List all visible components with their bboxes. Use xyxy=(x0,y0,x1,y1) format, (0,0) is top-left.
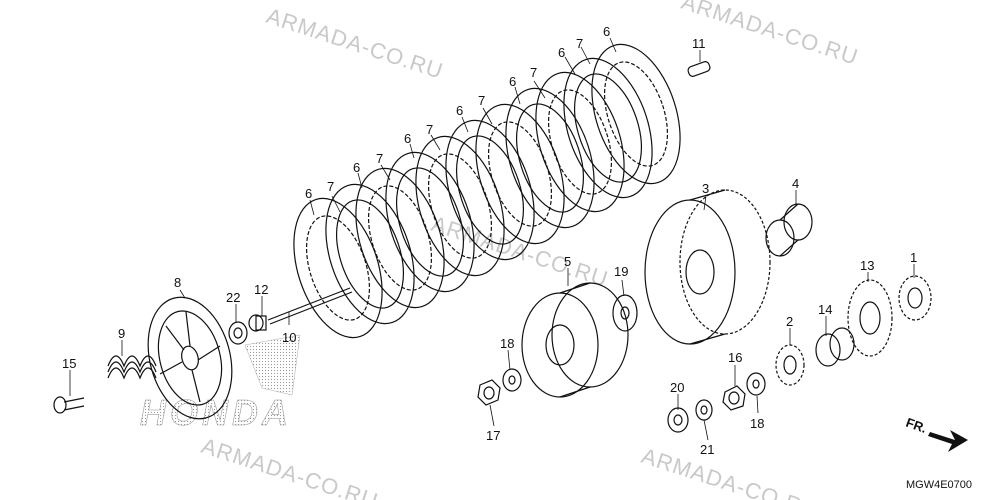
pin-11 xyxy=(687,61,711,77)
callout-12: 12 xyxy=(254,282,268,297)
disc-7-b xyxy=(385,151,475,293)
gear-13 xyxy=(847,279,893,357)
front-direction-indicator: FR. xyxy=(904,415,968,452)
disc-7-a xyxy=(325,183,415,325)
sleeve-4 xyxy=(765,203,813,257)
callout-labels: 6 7 6 7 6 7 6 7 6 7 6 7 6 11 3 4 5 19 8 … xyxy=(62,24,917,457)
callout-3: 3 xyxy=(702,181,709,196)
callout-15: 15 xyxy=(62,356,76,371)
callout-6-first: 6 xyxy=(305,186,312,201)
callout-7-first: 7 xyxy=(327,179,334,194)
callout-22: 22 xyxy=(226,290,240,305)
watermark-top-right: ARMADA-CO.RU xyxy=(678,0,861,70)
watermark-bottom-right: ARMADA-CO.RU xyxy=(638,443,821,500)
washer-18-right xyxy=(746,372,766,396)
honda-wing-icon xyxy=(244,334,301,396)
callout-11: 11 xyxy=(692,36,706,51)
clutch-center-hub xyxy=(521,282,629,398)
gear-2 xyxy=(775,344,805,386)
disc-6-f xyxy=(591,43,681,185)
front-direction-label: FR. xyxy=(904,415,929,436)
bolt-15 xyxy=(53,396,85,414)
watermark-top-center: ARMADA-CO.RU xyxy=(263,3,446,84)
callout-20: 20 xyxy=(670,380,684,395)
callout-7-a: 7 xyxy=(376,151,383,166)
gear-1 xyxy=(898,275,932,321)
washer-12 xyxy=(248,314,267,332)
nut-16 xyxy=(722,385,746,411)
arrow-right-icon xyxy=(928,430,968,452)
callout-19: 19 xyxy=(614,264,628,279)
bearing-20 xyxy=(667,407,689,433)
callout-5: 5 xyxy=(564,254,571,269)
callout-6-e: 6 xyxy=(558,45,565,60)
nut-17 xyxy=(477,379,501,406)
disc-7-e xyxy=(563,57,653,199)
callout-13: 13 xyxy=(860,258,874,273)
callout-2: 2 xyxy=(786,314,793,329)
callout-18-left: 18 xyxy=(500,336,514,351)
callout-7-d: 7 xyxy=(530,65,537,80)
bearing-22 xyxy=(228,321,248,345)
small-parts-right xyxy=(477,275,932,433)
small-parts-left xyxy=(53,287,353,414)
honda-logo-text: HONDA xyxy=(140,392,292,433)
disc-7-d xyxy=(505,87,595,229)
clutch-disc-stack xyxy=(293,43,681,339)
spring-9 xyxy=(107,355,157,380)
callout-21: 21 xyxy=(700,442,714,457)
callout-6-top: 6 xyxy=(603,24,610,39)
callout-7-c: 7 xyxy=(478,93,485,108)
bushing-14 xyxy=(815,327,855,367)
callout-1: 1 xyxy=(910,250,917,265)
callout-14: 14 xyxy=(818,302,832,317)
washer-21 xyxy=(695,399,713,421)
pressure-plate xyxy=(147,296,233,420)
callout-8: 8 xyxy=(174,275,181,290)
washer-19 xyxy=(612,294,638,332)
clutch-outer-basket xyxy=(644,189,771,345)
watermark-center: ARMADA-CO.RU xyxy=(428,211,611,292)
disc-6-e xyxy=(535,71,625,213)
diagram-code: MGW4E0700 xyxy=(906,479,972,491)
leader-lines xyxy=(69,37,915,441)
callout-6-a: 6 xyxy=(353,160,360,175)
callout-9: 9 xyxy=(118,326,125,341)
callout-6-d: 6 xyxy=(509,74,516,89)
callout-7-b: 7 xyxy=(426,122,433,137)
callout-10: 10 xyxy=(282,330,296,345)
disc-7-c xyxy=(445,119,535,261)
washer-18-left xyxy=(502,368,522,392)
callout-4: 4 xyxy=(792,176,799,191)
watermark-bottom-left: ARMADA-CO.RU xyxy=(198,433,381,500)
callout-6-b: 6 xyxy=(404,131,411,146)
callout-18-right: 18 xyxy=(750,416,764,431)
callout-17: 17 xyxy=(486,428,500,443)
callout-6-c: 6 xyxy=(456,103,463,118)
callout-16: 16 xyxy=(728,350,742,365)
lifter-rod-10 xyxy=(267,287,353,325)
honda-logo: HONDA xyxy=(140,334,301,433)
callout-7-e: 7 xyxy=(576,36,583,51)
